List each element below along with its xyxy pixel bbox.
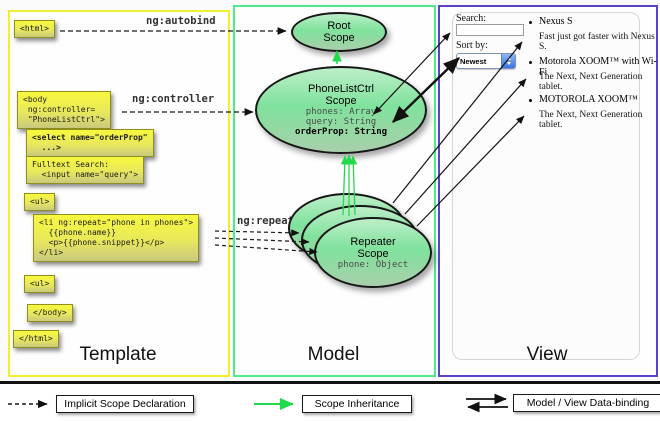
phone-item-desc: Fast just got faster with Nexus S. [539,32,655,52]
code-ul-open: <ul> [24,193,56,211]
bullet-icon [529,99,532,102]
search-input[interactable] [456,24,524,36]
prop-phones: phones: Array [305,107,377,117]
code-body-close: </body> [27,304,73,322]
annotation-ng-controller: ng:controller [132,93,215,105]
search-label: Search: [456,13,486,24]
bullet-icon [529,21,532,24]
code-li-repeat: <li ng:repeat="phone in phones"> {{phone… [33,214,200,262]
phone-item-desc: The Next, Next Generation tablet. [539,72,643,92]
annotation-ng-autobind: ng:autobind [146,15,216,27]
root-scope-ellipse: Root Scope [291,12,387,52]
code-html-open: <html> [14,20,55,38]
prop-phone: phone: Object [337,259,409,270]
sort-dropdown[interactable]: Newest [456,53,516,69]
legend-implicit-scope: Implicit Scope Declaration [56,395,194,413]
repeater-scope-ellipse: Repeater Scope phone: Object [314,217,432,288]
view-column-label: View [526,344,568,365]
template-column-label: Template [79,344,157,365]
repeater-scope-title: Repeater Scope [350,235,396,260]
sort-dropdown-value: Newest [460,56,487,66]
dropdown-stepper-icon [501,54,515,68]
bullet-icon [529,61,532,64]
code-fulltext-search: Fulltext Search: <input name="query"> [26,156,144,184]
sort-by-label: Sort by: [456,40,488,51]
phone-item-title: Nexus S [539,16,573,27]
prop-query: query: String [305,117,377,127]
phonelistctrl-scope-title: PhoneListCtrl Scope [307,83,375,107]
phonelistctrl-scope-ellipse: PhoneListCtrl Scope phones: Array query:… [255,66,427,154]
model-column-box [233,5,436,377]
phone-item-title: Motorola XOOM™ with Wi-Fi [539,56,657,78]
code-html-close: </html> [13,330,59,348]
code-body-open: <body ng:controller= "PhoneListCtrl"> [17,91,111,129]
model-column-label: Model [307,344,360,365]
code-ul-close: <ul> [24,275,56,293]
legend-divider [0,381,660,384]
prop-orderprop: orderProp: String [294,127,388,137]
legend-scope-inheritance: Scope Inheritance [302,395,412,413]
legend-data-binding: Model / View Data-binding [513,394,660,412]
annotation-ng-repeat: ng:repeat [237,215,294,227]
phone-item-desc: The Next, Next Generation tablet. [539,110,643,130]
phone-item-title: MOTOROLA XOOM™ [539,94,638,105]
code-select: <select name="orderProp" ...> [26,129,154,157]
root-scope-title: Root Scope [323,20,355,44]
